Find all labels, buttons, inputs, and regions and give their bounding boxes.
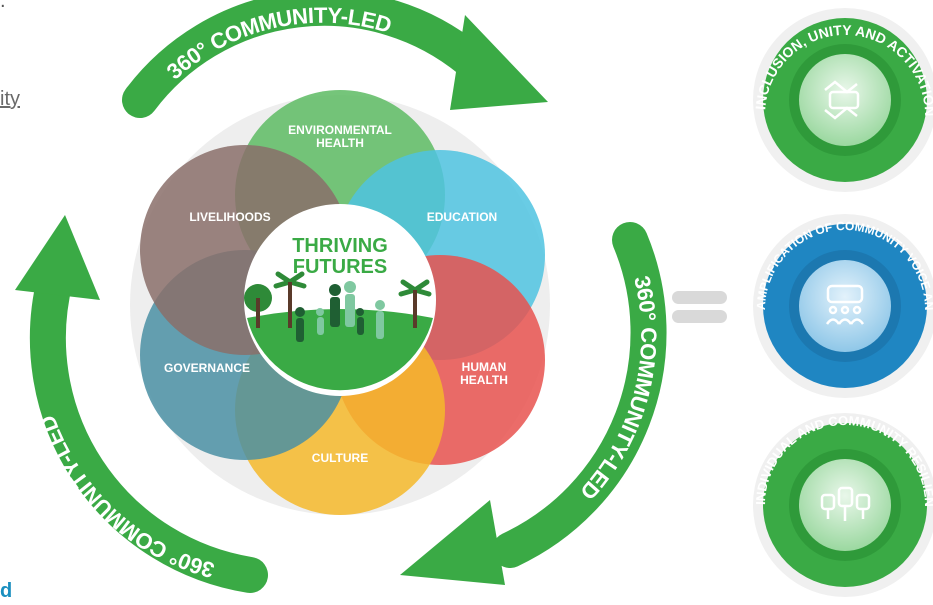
petal-group [140,90,545,515]
raised-fists-icon [820,486,871,521]
center-title-line2: FUTURES [293,256,387,278]
label-human-health: HUMAN [462,360,507,374]
label-human-health-2: HEALTH [460,373,508,387]
people-speech-icon [825,284,865,325]
equals-sign [672,291,727,323]
community-illustration-icon [244,271,432,342]
hands-together-icon [824,80,860,120]
label-environmental-health-2: HEALTH [316,136,364,150]
outcome-badge-inclusion: INCLUSION, UNITY AND ACTIVATION [752,8,933,192]
label-culture: CULTURE [312,451,368,465]
cropped-link-text[interactable]: ity [0,88,20,110]
center-title-line1: THRIVING [292,235,388,257]
center-circle: THRIVING FUTURES [244,204,436,396]
label-education: EDUCATION [427,210,497,224]
arrow-label-top: 360° COMMUNITY-LED [162,3,395,84]
cropped-text-bottom: d [0,580,13,602]
label-livelihoods: LIVELIHOODS [189,210,270,224]
label-governance: GOVERNANCE [164,361,250,375]
label-environmental-health: ENVIRONMENTAL [288,123,392,137]
cropped-text-top: . [0,0,6,12]
